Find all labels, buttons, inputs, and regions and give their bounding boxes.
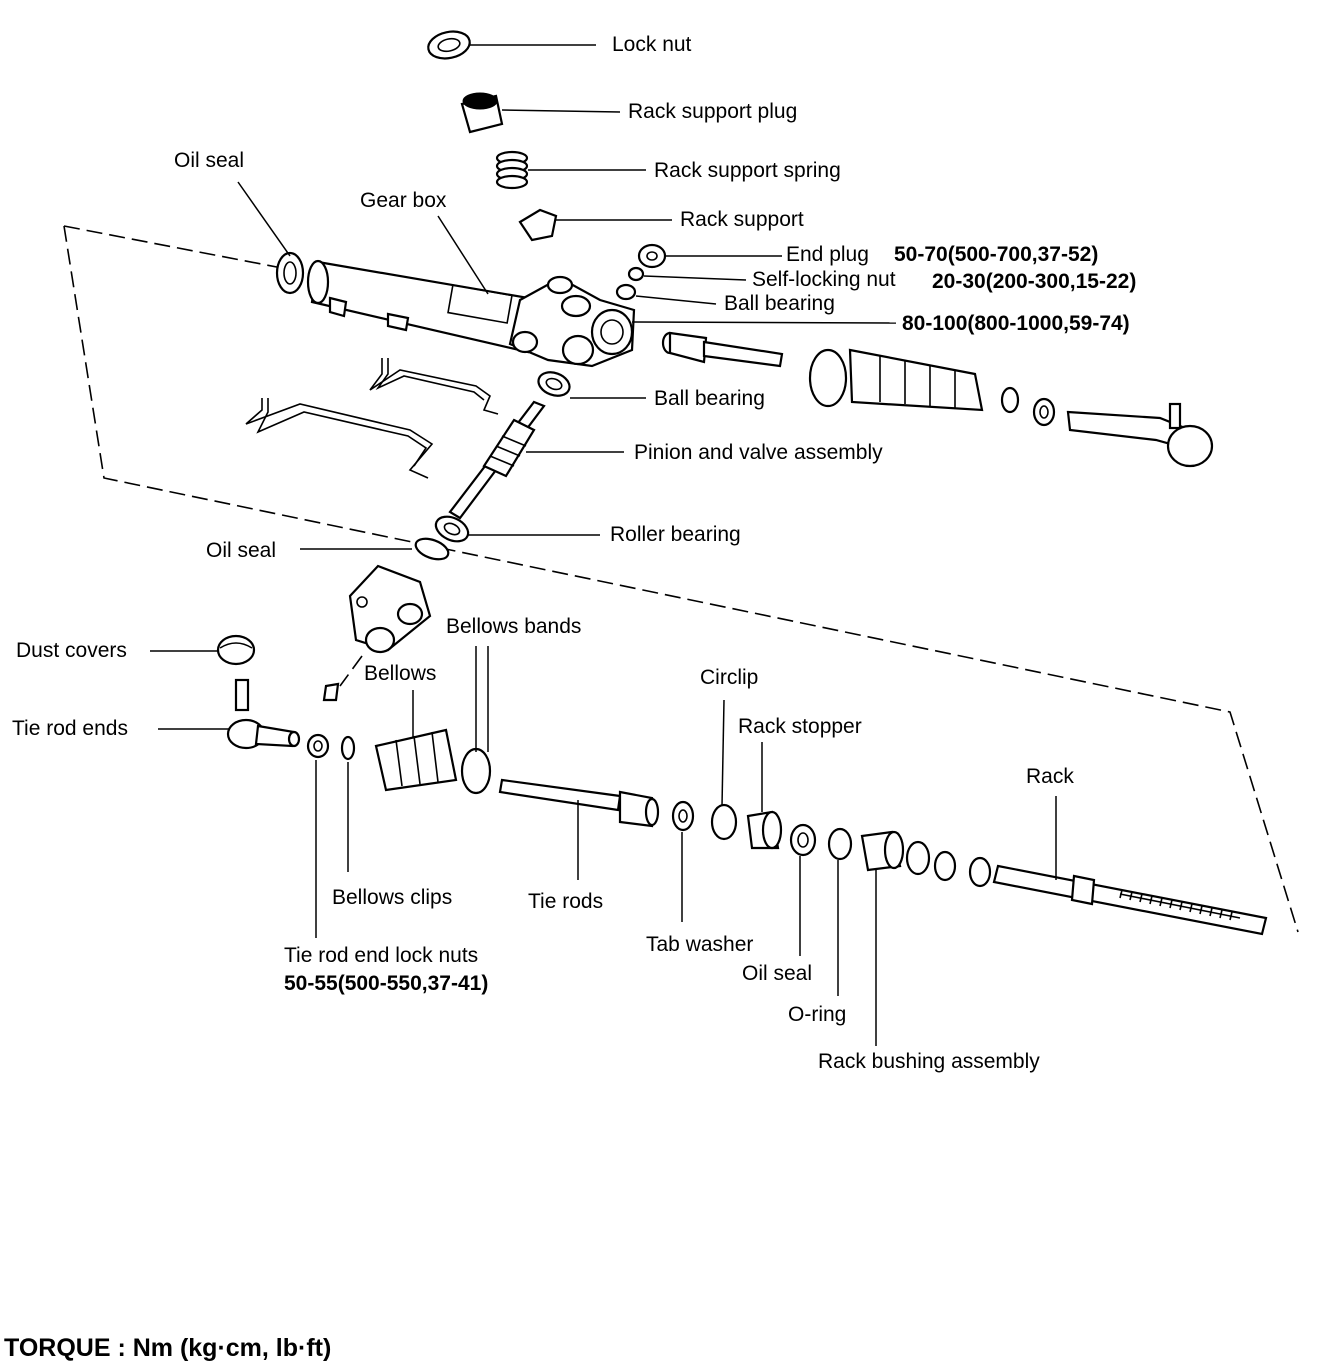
label-tab-washer: Tab washer (646, 933, 754, 956)
rack-support-plug-part (460, 92, 504, 134)
bellows-clip-right-part (1000, 386, 1020, 414)
bellows-band-right-part (808, 348, 848, 408)
valve-housing-part (322, 564, 432, 702)
end-plug-part (637, 243, 667, 269)
bellows-band-left-part (460, 747, 492, 795)
label-tie-rod-ends: Tie rod ends (12, 717, 128, 740)
tie-rod-end-right-part (1066, 402, 1214, 468)
label-gear-box: Gear box (360, 189, 447, 212)
label-housing-torque: 80-100(800-1000,59-74) (902, 312, 1130, 335)
bellows-right-part (848, 348, 984, 412)
circlip-part (710, 803, 738, 841)
dust-cover-part (216, 634, 256, 666)
bellows-left-part (374, 728, 458, 792)
label-self-locking-nut: Self-locking nut (752, 268, 896, 291)
torque-units-note: TORQUE : Nm (kg·cm, lb·ft) (4, 1334, 332, 1362)
label-o-ring: O-ring (788, 1003, 847, 1026)
rack-bushing-part (860, 830, 992, 888)
roller-bearing-part (434, 515, 470, 543)
self-locking-nut-part (627, 266, 645, 282)
tie-rod-end-lock-nut-part (306, 733, 330, 759)
label-tie-rods: Tie rods (528, 890, 604, 913)
label-end-plug: End plug (786, 243, 869, 266)
label-ball-bearing-lower: Ball bearing (654, 387, 765, 410)
oil-seal-mid-part (414, 537, 450, 561)
label-oil-seal-top: Oil seal (174, 149, 245, 172)
pinion-valve-part (448, 400, 546, 520)
label-rack-support: Rack support (680, 208, 804, 231)
o-ring-part (827, 827, 853, 861)
label-rack-stopper: Rack stopper (738, 715, 862, 738)
oil-seal-bottom-part (789, 823, 817, 857)
rack-support-part (518, 208, 558, 242)
label-dust-covers: Dust covers (16, 639, 127, 662)
ball-bearing-upper-part (615, 283, 637, 301)
label-pinion-valve: Pinion and valve assembly (634, 441, 883, 464)
gear-box-part (306, 259, 636, 368)
label-rack-support-spring: Rack support spring (654, 159, 841, 182)
label-rack-bushing-assembly: Rack bushing assembly (818, 1050, 1040, 1073)
lock-nut-part (427, 30, 471, 60)
label-rack-support-plug: Rack support plug (628, 100, 798, 123)
hydraulic-lines (245, 358, 499, 479)
label-bellows-bands: Bellows bands (446, 615, 582, 638)
rack-support-spring-part (495, 150, 529, 190)
tie-rod-left-part (498, 778, 660, 828)
oil-seal-top-part (275, 251, 305, 295)
label-lock-nut: Lock nut (612, 33, 692, 56)
assembly-outline (63, 225, 1299, 933)
bellows-clip-left-part (340, 735, 356, 761)
label-oil-seal-bottom: Oil seal (742, 962, 813, 985)
label-rack: Rack (1026, 765, 1074, 788)
ball-bearing-lower-part (537, 371, 571, 397)
label-bellows: Bellows (364, 662, 437, 685)
lock-nut-right-part (1032, 397, 1056, 427)
tie-rod-end-left-part (226, 678, 301, 750)
label-tie-rod-end-lock-nuts: Tie rod end lock nuts (284, 944, 479, 967)
label-ball-bearing-upper: Ball bearing (724, 292, 835, 315)
tie-rod-right-part (661, 331, 784, 368)
label-circlip: Circlip (700, 666, 759, 689)
rack-part (992, 864, 1268, 936)
label-tie-rod-end-lock-nuts-torque: 50-55(500-550,37-41) (284, 972, 489, 995)
leader-lines (150, 44, 1057, 1046)
rack-stopper-part (746, 810, 783, 850)
label-bellows-clips: Bellows clips (332, 886, 453, 909)
label-roller-bearing: Roller bearing (610, 523, 741, 546)
label-oil-seal-mid: Oil seal (206, 539, 277, 562)
label-self-locking-nut-torque: 20-30(200-300,15-22) (932, 270, 1137, 293)
label-end-plug-torque: 50-70(500-700,37-52) (894, 243, 1099, 266)
tab-washer-part (671, 800, 695, 832)
